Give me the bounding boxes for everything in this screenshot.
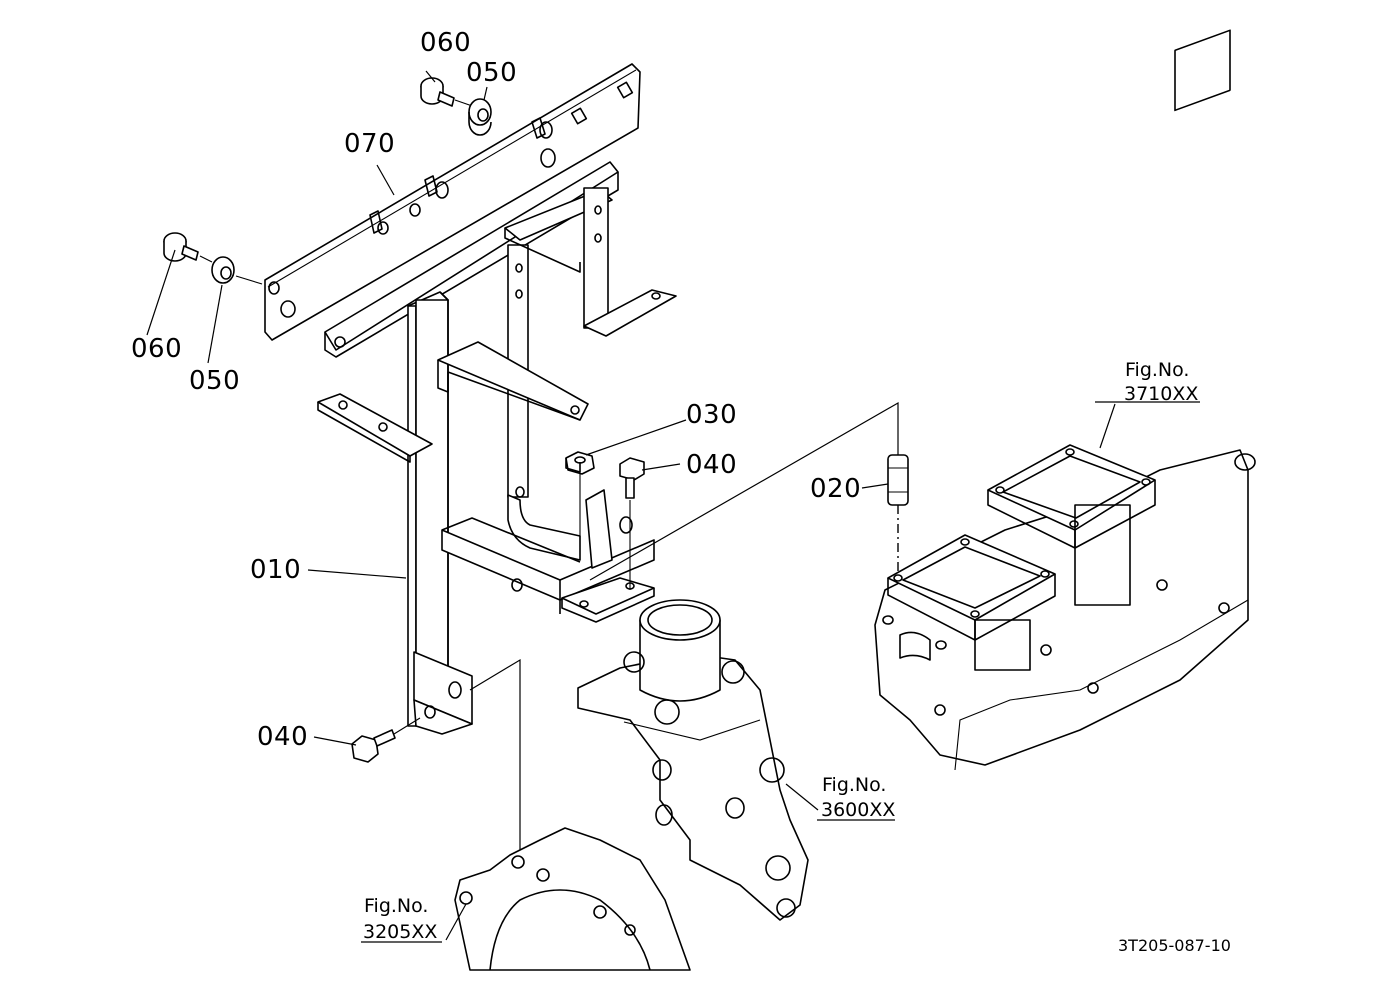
part-070-plate[interactable] [264,63,641,341]
fig-ref-3600-label: Fig.No. [822,774,886,796]
callout-050-lower: 050 [189,366,240,396]
callout-060-upper: 060 [420,28,471,58]
part-030-nut[interactable] [565,451,595,540]
drawing-code: 3T205-087-10 [1118,936,1231,955]
callout-060-lower: 060 [131,334,182,364]
fig-ref-3710-label: Fig.No. [1125,359,1189,381]
part-020-stud[interactable] [887,454,909,615]
part-010-frame-bracket[interactable] [317,161,677,735]
reference-part-3205xx-gearcase [454,827,691,971]
callout-040-lower: 040 [257,722,308,752]
fig-ref-3600-code: 3600XX [821,799,895,821]
callout-050-upper: 050 [466,58,517,88]
part-060-bolt-upper[interactable] [420,77,479,109]
callout-040-upper: 040 [686,450,737,480]
leader-lines [146,70,1200,943]
fig-ref-3205-code: 3205XX [363,921,437,943]
stud-reference-line [589,401,899,581]
callout-010: 010 [250,555,301,585]
part-040-bolt-upper[interactable] [619,457,645,590]
callout-020: 020 [810,474,861,504]
reference-part-3600xx-housing [577,599,809,921]
part-050-washer-upper[interactable] [468,98,492,136]
part-050-washer-lower[interactable] [211,256,263,285]
fig-ref-3710-code: 3710XX [1124,383,1198,405]
part-040-bolt-lower[interactable] [351,717,421,763]
callout-070: 070 [344,129,395,159]
callout-030: 030 [686,400,737,430]
part-060-bolt-lower[interactable] [163,232,213,263]
reference-part-3710xx-manifold [874,29,1256,771]
fig-ref-3205-label: Fig.No. [364,895,428,917]
